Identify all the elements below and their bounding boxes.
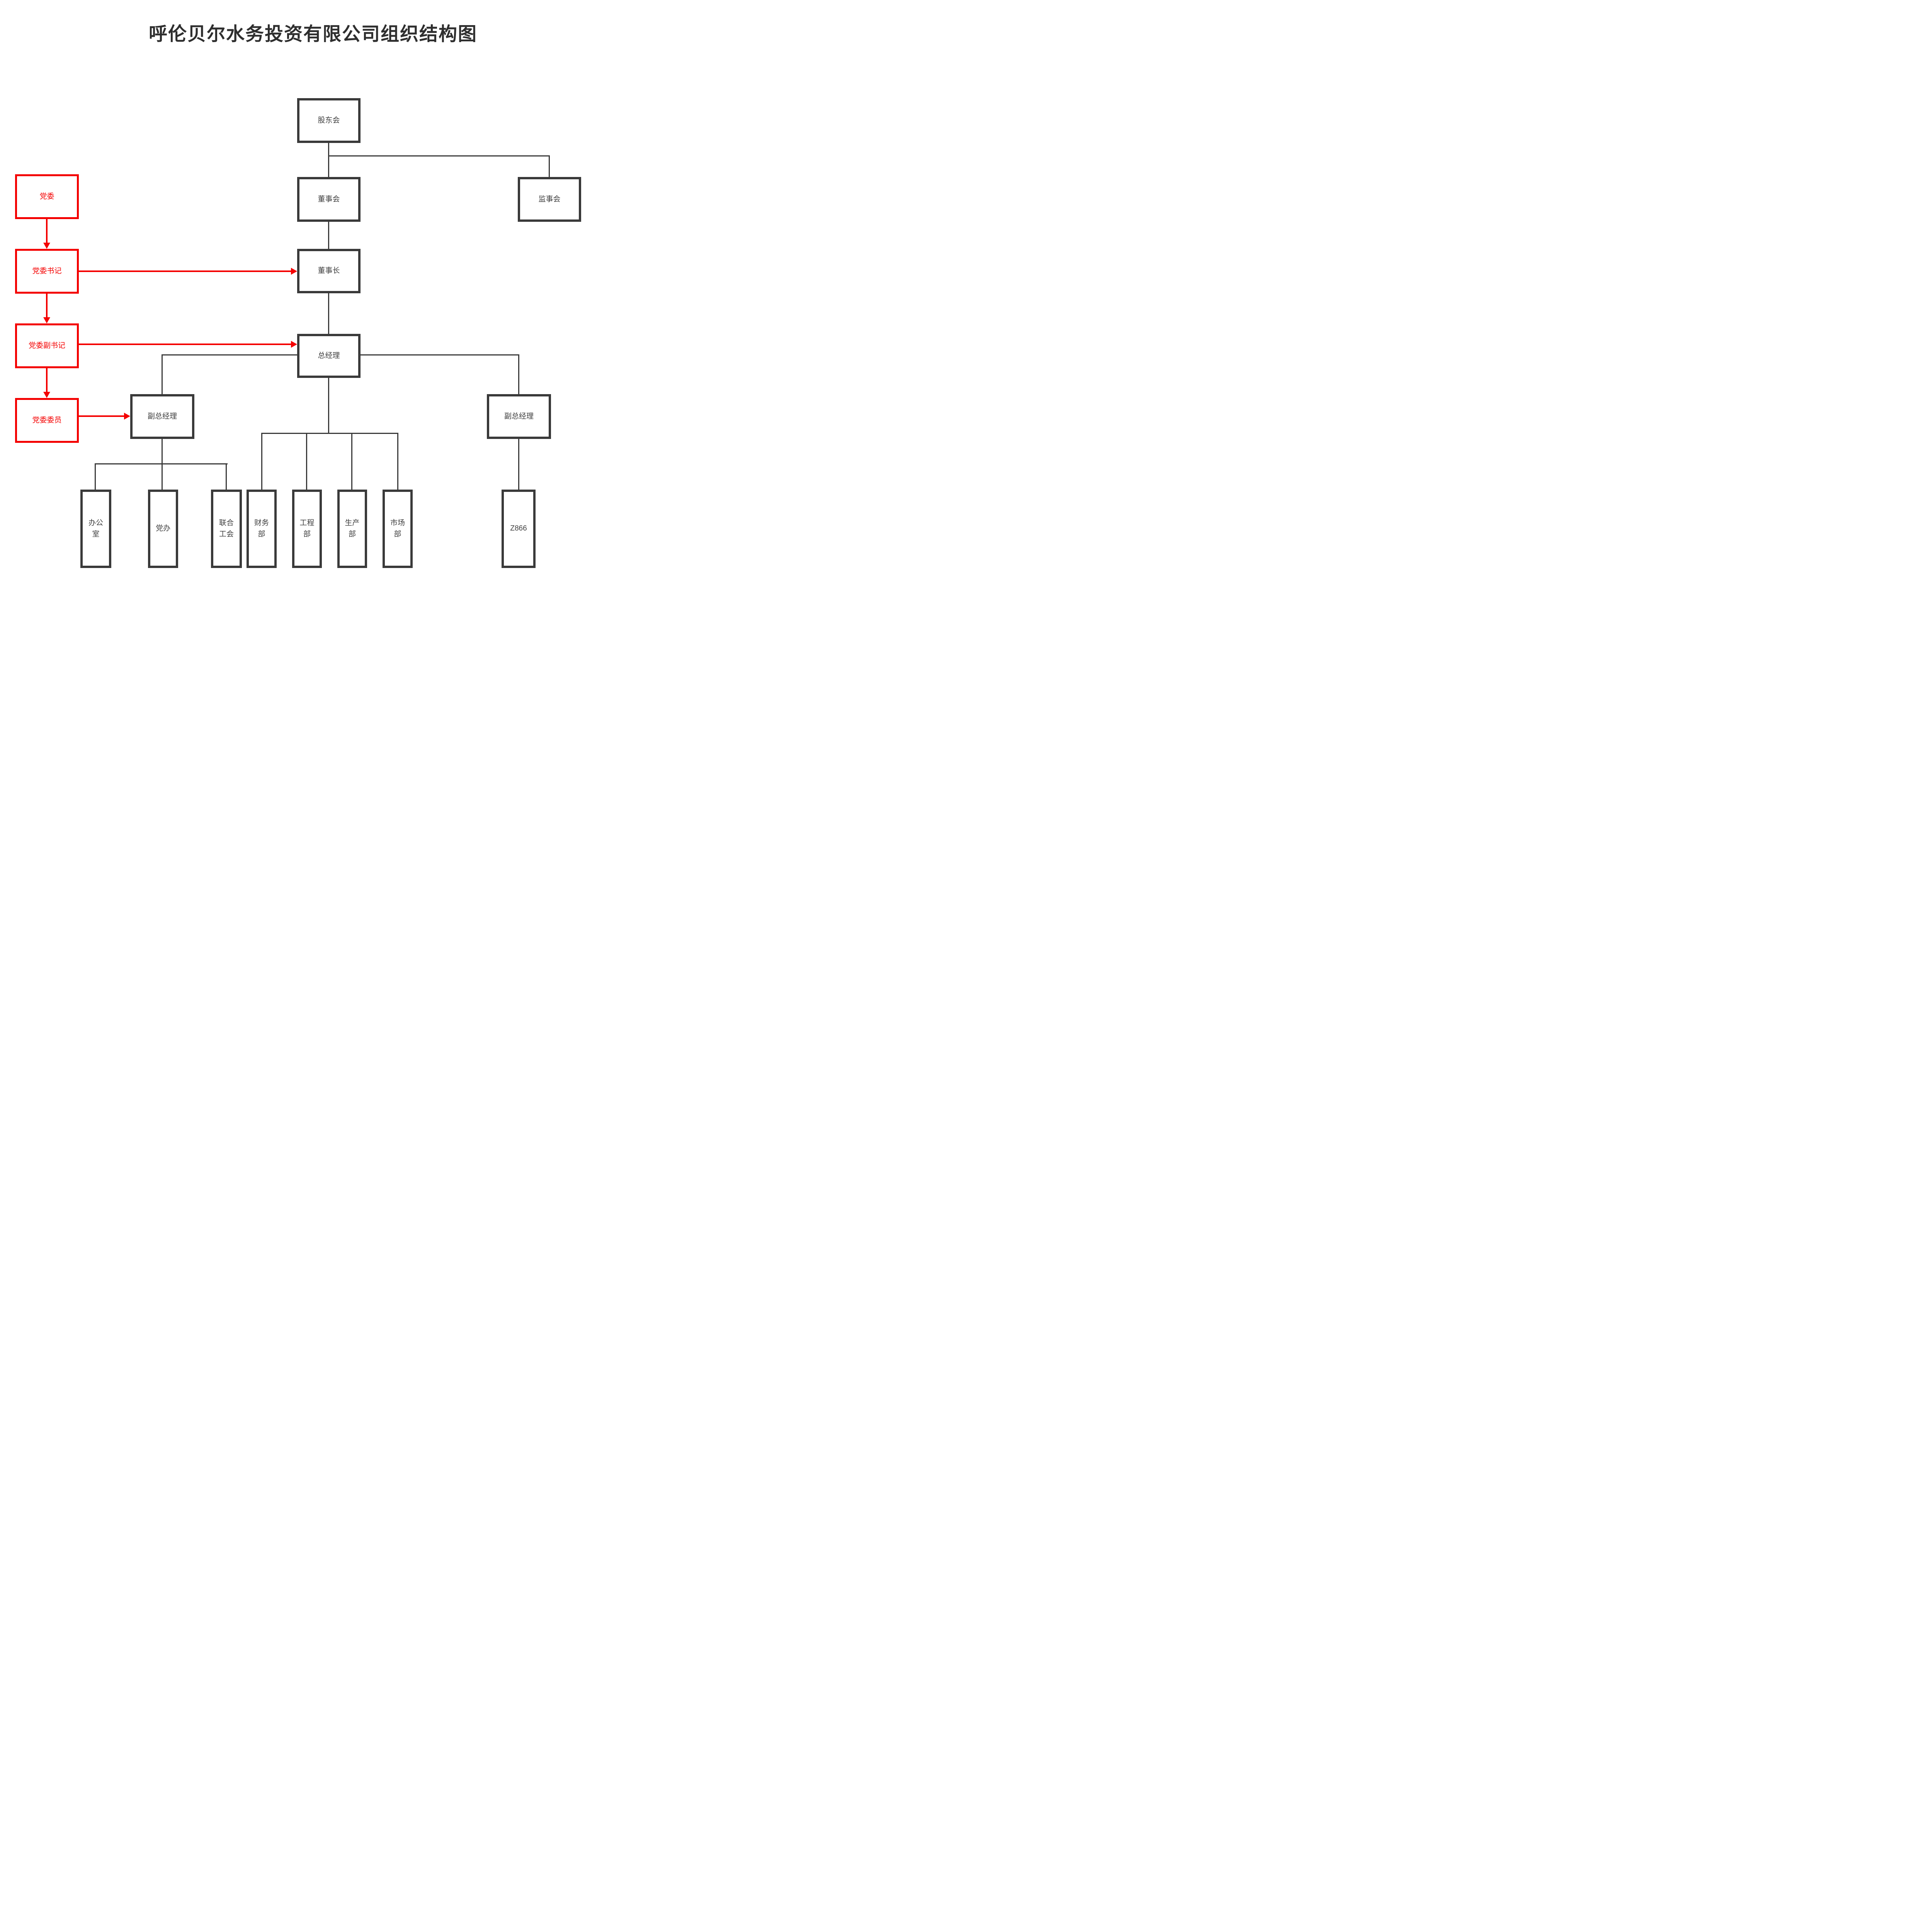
connector-gm-left-h xyxy=(162,354,297,355)
node-general-manager: 总经理 xyxy=(297,334,361,378)
node-supervisory: 监事会 xyxy=(518,177,581,222)
arrow-down-icon xyxy=(43,317,50,323)
node-label: 监事会 xyxy=(538,195,561,203)
node-chairman: 董事长 xyxy=(297,249,361,293)
connector-vgm-left-drop xyxy=(162,354,163,395)
node-engineering-dept: 工程部 xyxy=(292,490,322,568)
connector-board-chairman xyxy=(328,222,329,250)
node-label: 董事长 xyxy=(318,267,340,275)
node-deputy-gm-right: 副总经理 xyxy=(487,394,551,439)
connector-dept-splitter xyxy=(261,433,398,434)
node-label: 副总经理 xyxy=(504,412,534,420)
node-party-committee: 党委 xyxy=(15,174,79,219)
node-label: 党委书记 xyxy=(32,267,62,275)
node-label: 董事会 xyxy=(318,195,340,203)
connector-vgm-right-z866 xyxy=(518,439,519,490)
connector-drop-office xyxy=(95,463,96,490)
node-label: 党委委员 xyxy=(32,416,62,424)
connector-drop-market xyxy=(397,433,398,490)
connector-drop-production xyxy=(351,433,352,490)
arrow-right-icon xyxy=(291,341,297,348)
node-finance-dept: 财务部 xyxy=(247,490,277,568)
connector-vgm-right-drop xyxy=(518,354,519,395)
node-label: Z866 xyxy=(510,524,527,533)
node-shareholders: 股东会 xyxy=(297,98,361,143)
node-z866: Z866 xyxy=(502,490,536,568)
node-deputy-gm-left: 副总经理 xyxy=(130,394,194,439)
org-chart-canvas: 呼伦贝尔水务投资有限公司组织结构图 股东会 董事会 监事会 董事长 总经理 xyxy=(0,0,595,583)
connector-drop-union xyxy=(226,463,227,490)
node-label: 市场部 xyxy=(390,519,405,538)
node-label: 办公室 xyxy=(88,519,103,538)
node-label: 工程部 xyxy=(299,519,315,538)
arrow-right-icon xyxy=(124,413,130,420)
arrow-deputy-gm-shaft xyxy=(79,344,291,345)
node-union: 联合工会 xyxy=(211,490,242,568)
arrow-down-icon xyxy=(43,392,50,398)
connector-drop-finance xyxy=(261,433,262,490)
node-label: 财务部 xyxy=(254,519,269,538)
node-label: 联合工会 xyxy=(219,519,234,538)
node-label: 生产部 xyxy=(345,519,360,538)
connector-shareholders-board xyxy=(328,143,329,178)
arrow-deputy-member-shaft xyxy=(46,368,48,392)
node-party-member: 党委委员 xyxy=(15,398,79,443)
arrow-secretary-deputy-shaft xyxy=(46,294,48,318)
arrow-party-secretary-shaft xyxy=(46,219,48,243)
connector-drop-engineering xyxy=(306,433,307,490)
connector-branch-to-supervisory-v xyxy=(549,155,550,178)
node-label: 股东会 xyxy=(318,116,340,124)
node-party-office: 党办 xyxy=(148,490,178,568)
node-office: 办公室 xyxy=(80,490,111,568)
node-market-dept: 市场部 xyxy=(383,490,413,568)
arrow-member-vgm-shaft xyxy=(79,415,124,417)
arrow-secretary-chairman-shaft xyxy=(79,270,291,272)
node-label: 总经理 xyxy=(318,351,340,360)
node-label: 党办 xyxy=(155,524,170,533)
connector-branch-to-supervisory-h xyxy=(328,155,550,156)
node-production-dept: 生产部 xyxy=(337,490,367,568)
chart-title: 呼伦贝尔水务投资有限公司组织结构图 xyxy=(148,24,477,44)
connector-gm-spine xyxy=(328,378,329,434)
connector-chairman-gm xyxy=(328,293,329,335)
node-board: 董事会 xyxy=(297,177,361,222)
node-label: 党委副书记 xyxy=(28,341,65,350)
arrow-right-icon xyxy=(291,268,297,275)
node-label: 副总经理 xyxy=(147,412,177,420)
node-party-deputy-secretary: 党委副书记 xyxy=(15,323,79,368)
node-label: 党委 xyxy=(39,192,54,201)
arrow-down-icon xyxy=(43,243,50,249)
node-party-secretary: 党委书记 xyxy=(15,249,79,294)
connector-gm-right-h xyxy=(361,354,519,355)
connector-left-splitter xyxy=(95,463,228,464)
